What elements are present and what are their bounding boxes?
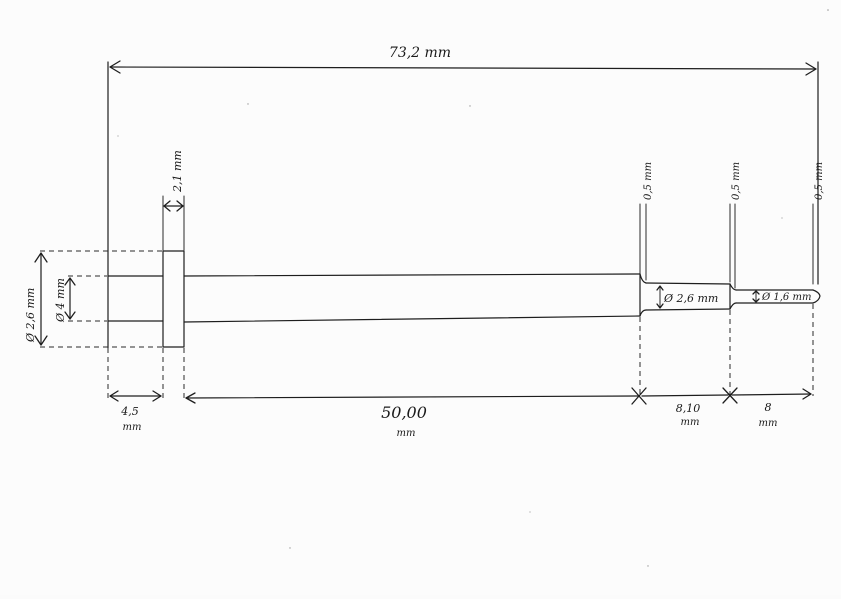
overall-length-dimension: 73,2 mm <box>107 45 819 349</box>
step-2-diameter-arrow-bottom <box>752 298 760 303</box>
groove-2-dimension: 0,5 mm <box>729 162 742 289</box>
left-length-value: 4,5 <box>120 405 139 418</box>
step-1-length-unit: mm <box>681 417 700 428</box>
flange-arrow-left <box>163 200 171 212</box>
shaft-body <box>107 250 821 348</box>
step-2-length-line <box>731 393 812 396</box>
shaft-diameter-dimension: Ø 4 mm <box>54 275 107 323</box>
overall-length-label: 73,2 mm <box>389 45 451 61</box>
shaft-diameter-arrow-bottom <box>64 311 76 320</box>
groove-1-label: 0,5 mm <box>643 162 654 200</box>
shaft-diameter-arrow-top <box>64 277 76 286</box>
overall-arrow-right <box>805 62 817 76</box>
main-shaft-top-edge <box>183 273 641 277</box>
outer-diameter-label: Ø 2,6 mm <box>24 288 37 343</box>
main-length-value: 50,00 <box>381 403 427 422</box>
left-length-arrow-right <box>152 390 162 402</box>
outer-diameter-arrow-bottom <box>34 335 48 346</box>
step-2-diameter-arrow-top <box>752 290 760 295</box>
left-length-arrow-left <box>109 390 119 402</box>
main-shaft-bottom-edge <box>183 315 641 323</box>
flange <box>162 250 185 348</box>
tip-end <box>812 289 821 304</box>
step-1-length-cross-b <box>722 387 738 404</box>
flange-thickness-dimension: 2,1 mm <box>162 150 185 251</box>
step-2-diameter-label: Ø 1,6 mm <box>761 292 811 303</box>
shaft-diameter-label: Ø 4 mm <box>54 278 67 323</box>
main-length-arrow-left <box>185 392 196 404</box>
outer-diameter-arrow-top <box>34 252 48 263</box>
main-length-dimension: 50,00 mm <box>185 387 647 439</box>
outer-diameter-dimension: Ø 2,6 mm <box>24 250 162 348</box>
overall-dimension-line <box>109 66 817 70</box>
groove-3-dimension: 0,5 mm <box>812 162 825 285</box>
step-2-length-dimension: 8 mm <box>731 388 812 429</box>
step-1-diameter-arrow-bottom <box>656 303 664 309</box>
step-1-bottom-edge <box>645 308 731 311</box>
groove-1-dimension: 0,5 mm <box>639 162 654 281</box>
step-2-diameter-dimension: Ø 1,6 mm <box>752 290 811 303</box>
step-1-chamfer-bottom <box>639 309 647 317</box>
step-1-length-line <box>641 394 729 397</box>
groove-2-label: 0,5 mm <box>731 162 742 200</box>
step-1-top-edge <box>645 282 731 285</box>
main-length-unit: mm <box>397 428 416 439</box>
step-1-length-dimension: 8,10 mm <box>641 387 738 428</box>
main-length-cross-b <box>631 387 647 405</box>
flange-arrow-right <box>176 200 184 212</box>
main-length-line <box>185 395 639 399</box>
groove-3-label: 0,5 mm <box>814 162 825 200</box>
step-1-length-value: 8,10 <box>676 402 701 415</box>
step-2-chamfer-bottom <box>729 302 737 310</box>
bottom-extension-lines <box>107 304 814 400</box>
step-1-diameter-label: Ø 2,6 mm <box>663 292 718 305</box>
step-1-diameter-dimension: Ø 2,6 mm <box>656 285 718 309</box>
flange-thickness-label: 2,1 mm <box>171 150 184 193</box>
left-length-dimension: 4,5 mm <box>109 390 162 433</box>
step-2-length-value: 8 <box>765 401 772 414</box>
step-1-chamfer-top <box>639 273 647 284</box>
left-length-unit: mm <box>123 422 142 433</box>
step-1-diameter-arrow-top <box>656 285 664 291</box>
paper-specks <box>117 9 829 567</box>
overall-arrow-left <box>109 60 121 74</box>
step-2-length-unit: mm <box>759 418 778 429</box>
step-2-length-arrow-right <box>802 388 812 400</box>
